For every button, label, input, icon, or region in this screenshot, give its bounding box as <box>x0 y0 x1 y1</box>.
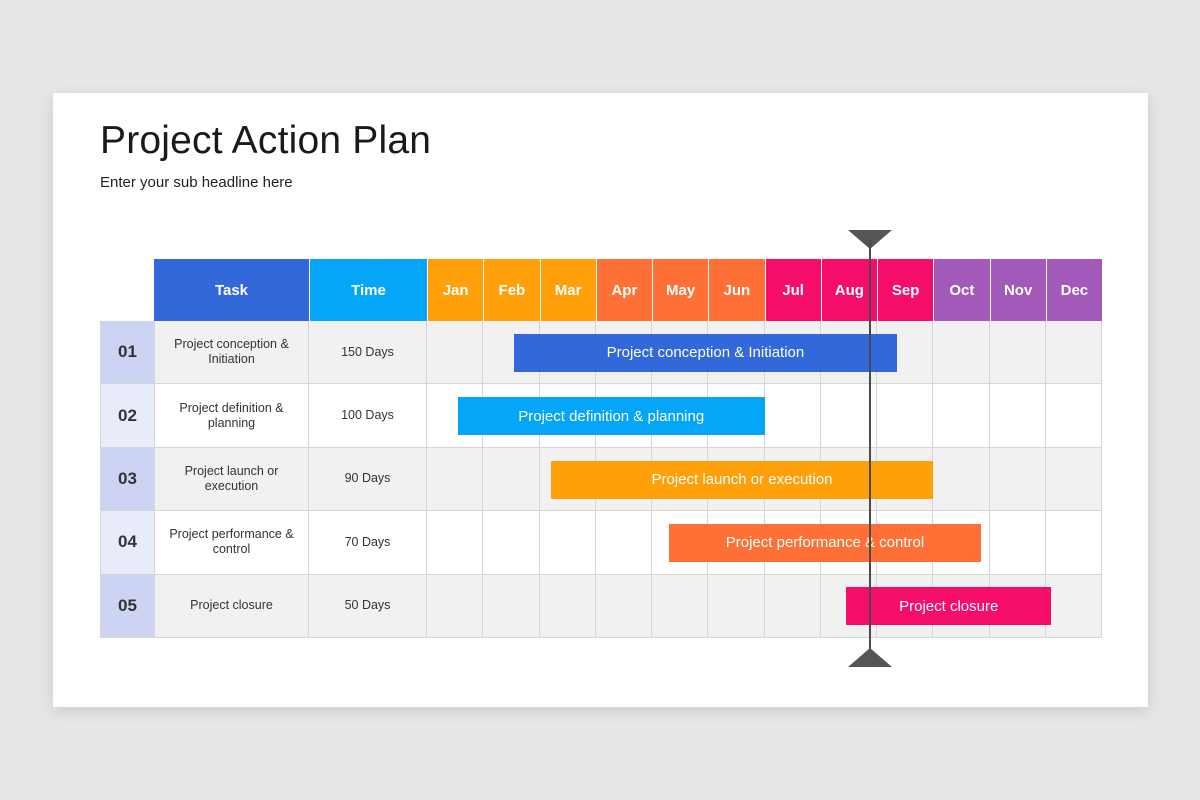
header-task-label: Task <box>214 281 249 299</box>
timeline-cell <box>483 511 540 575</box>
time-cell: 90 Days <box>309 447 427 512</box>
time-cell: 70 Days <box>309 511 427 575</box>
task-name-cell: Project definition & planning <box>154 384 309 448</box>
header-month-may: May <box>652 259 709 321</box>
gantt-bar[interactable]: Project closure <box>846 587 1052 626</box>
month-label: Oct <box>949 281 975 299</box>
gantt-bar[interactable]: Project performance & control <box>668 523 982 562</box>
month-label: Nov <box>1003 281 1033 299</box>
task-name-cell: Project performance & control <box>154 511 309 575</box>
month-label: Mar <box>554 281 582 299</box>
month-label: Jan <box>442 281 469 299</box>
slide: Project Action Plan Enter your sub headl… <box>53 93 1148 707</box>
timeline-cell <box>1045 321 1102 385</box>
header-month-oct: Oct <box>933 259 990 321</box>
header-month-sep: Sep <box>877 259 934 321</box>
timeline-cell <box>989 384 1046 448</box>
header-month-nov: Nov <box>989 259 1046 321</box>
timeline-cell <box>427 321 484 385</box>
task-name-cell: Project launch or execution <box>154 447 309 512</box>
header-month-dec: Dec <box>1045 259 1102 321</box>
timeline-cell <box>652 574 709 638</box>
month-label: Sep <box>891 281 920 299</box>
timeline-cell <box>595 511 652 575</box>
task-name-cell: Project closure <box>154 574 309 638</box>
timeline-cell <box>539 574 596 638</box>
timeline-cell <box>877 384 934 448</box>
header-month-feb: Feb <box>483 259 540 321</box>
month-label: Aug <box>834 281 864 299</box>
timeline-cell <box>427 447 484 512</box>
timeline-cell <box>427 574 484 638</box>
header-month-jan: Jan <box>427 259 484 321</box>
month-label: Dec <box>1060 281 1089 299</box>
today-marker-line <box>869 240 871 655</box>
page-subtitle: Enter your sub headline here <box>100 174 293 191</box>
month-label: Apr <box>611 281 638 299</box>
row-number: 05 <box>100 574 154 638</box>
gantt-bar[interactable]: Project conception & Initiation <box>514 333 897 372</box>
time-cell: 150 Days <box>309 321 427 385</box>
header-month-jul: Jul <box>764 259 821 321</box>
timeline-cell <box>933 384 990 448</box>
row-number: 04 <box>100 511 154 575</box>
timeline-cell <box>1045 447 1102 512</box>
timeline-cell <box>483 447 540 512</box>
row-number: 02 <box>100 384 154 448</box>
timeline-cell <box>1045 384 1102 448</box>
timeline-cell <box>764 574 821 638</box>
timeline-cell <box>764 384 821 448</box>
time-cell: 50 Days <box>309 574 427 638</box>
header-task: Task <box>154 259 309 321</box>
timeline-cell <box>1045 511 1102 575</box>
task-name-cell: Project conception & Initiation <box>154 321 309 385</box>
timeline-cell <box>539 511 596 575</box>
timeline-cell <box>1045 574 1102 638</box>
row-number: 03 <box>100 447 154 512</box>
header-time: Time <box>309 259 427 321</box>
gantt-bar[interactable]: Project launch or execution <box>550 460 934 499</box>
month-label: Jun <box>723 281 751 299</box>
timeline-cell <box>595 574 652 638</box>
timeline-cell <box>989 447 1046 512</box>
header-month-mar: Mar <box>539 259 596 321</box>
timeline-cell <box>427 511 484 575</box>
header-time-label: Time <box>351 281 386 299</box>
timeline-cell <box>933 447 990 512</box>
timeline-cell <box>933 321 990 385</box>
header-month-jun: Jun <box>708 259 765 321</box>
page-title: Project Action Plan <box>100 119 432 162</box>
timeline-cell <box>708 574 765 638</box>
today-marker-bottom-icon <box>848 648 892 667</box>
month-label: Jul <box>782 281 804 299</box>
today-marker-top-icon <box>848 230 892 249</box>
timeline-cell <box>989 321 1046 385</box>
header-month-apr: Apr <box>595 259 652 321</box>
time-cell: 100 Days <box>309 384 427 448</box>
month-label: Feb <box>498 281 526 299</box>
month-label: May <box>666 281 696 299</box>
gantt-bar[interactable]: Project definition & planning <box>457 397 765 436</box>
timeline-cell <box>483 574 540 638</box>
timeline-cell <box>989 511 1046 575</box>
header-month-aug: Aug <box>820 259 877 321</box>
row-number: 01 <box>100 321 154 385</box>
timeline-cell <box>820 384 877 448</box>
